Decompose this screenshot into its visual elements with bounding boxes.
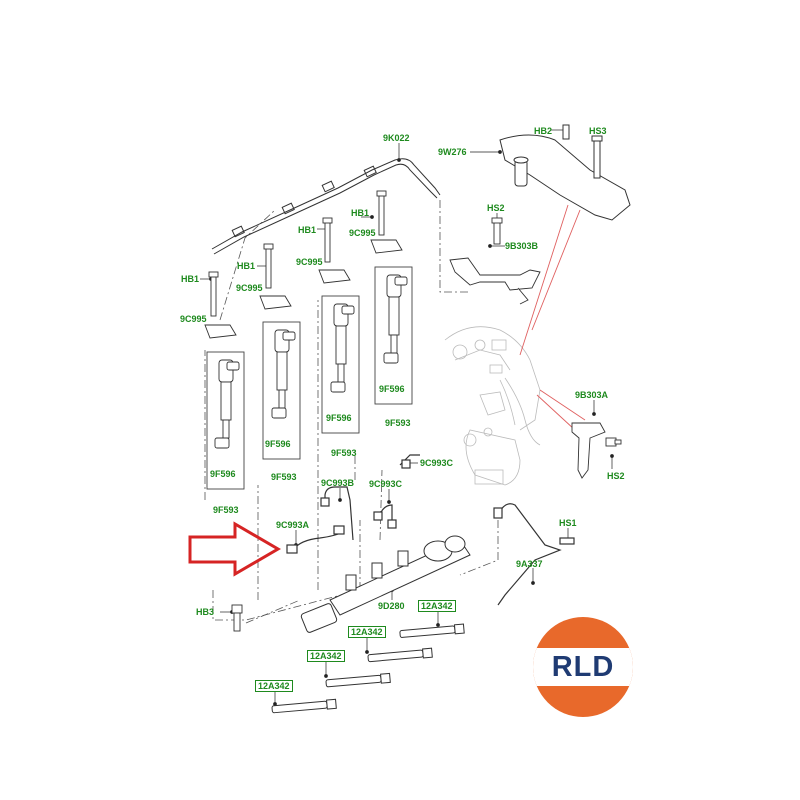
label-9w276: 9W276	[438, 147, 467, 157]
label-9c993c-top: 9C993C	[420, 458, 454, 468]
injector-clamps	[204, 239, 403, 339]
label-9f596-c: 9F596	[326, 413, 352, 423]
label-hs2-side: HS2	[607, 471, 625, 481]
label-9d280: 9D280	[378, 601, 405, 611]
glow-plugs	[271, 623, 465, 714]
label-hb2: HB2	[534, 126, 553, 136]
label-hb1-c: HB1	[298, 225, 317, 235]
injector-b	[271, 329, 296, 419]
red-arrow-pointer	[188, 521, 281, 577]
label-12a342-c: 12A342	[307, 650, 345, 662]
label-hb1-b: HB1	[237, 261, 256, 271]
top-bracket	[499, 124, 631, 221]
hp-pipes	[286, 454, 575, 606]
hb3-bolt	[231, 604, 243, 632]
label-9f596-b: 9F596	[265, 439, 291, 449]
fuel-return-pipe	[211, 158, 441, 255]
label-9f593-a: 9F593	[213, 505, 239, 515]
label-9c995-c: 9C995	[296, 257, 323, 267]
label-leaders	[200, 128, 614, 706]
label-hb1-d: HB1	[351, 208, 370, 218]
label-9f596-a: 9F596	[210, 469, 236, 479]
label-9c993c: 9C993C	[369, 479, 403, 489]
pointer-lines	[519, 204, 586, 431]
injectors	[214, 274, 408, 449]
bracket-9b303a	[571, 422, 622, 479]
label-12a342-a: 12A342	[418, 600, 456, 612]
label-hs2-top: HS2	[487, 203, 505, 213]
label-12a342-d: 12A342	[255, 680, 293, 692]
label-9b303b: 9B303B	[505, 241, 539, 251]
injector-d	[383, 274, 408, 364]
rld-logo-text: RLD	[551, 651, 615, 683]
label-hb1-a: HB1	[181, 274, 200, 284]
label-9f593-c: 9F593	[331, 448, 357, 458]
label-9f596-d: 9F596	[379, 384, 405, 394]
label-9c995-d: 9C995	[349, 228, 376, 238]
label-hs1: HS1	[559, 518, 577, 528]
label-9c995-a: 9C995	[180, 314, 207, 324]
label-9c993b: 9C993B	[321, 478, 355, 488]
label-9b303a: 9B303A	[575, 390, 609, 400]
engine-outline	[444, 326, 541, 486]
bracket-9b303b	[449, 217, 541, 305]
fuel-rail	[300, 535, 471, 633]
injector-c	[330, 303, 355, 393]
label-9f593-d: 9F593	[385, 418, 411, 428]
injector-boxes	[206, 266, 413, 490]
label-hs3: HS3	[589, 126, 607, 136]
label-12a342-b: 12A342	[348, 626, 386, 638]
label-hb3: HB3	[196, 607, 215, 617]
label-9a337: 9A337	[516, 559, 543, 569]
rld-logo	[533, 617, 633, 717]
injector-a	[214, 359, 240, 449]
label-9f593-b: 9F593	[271, 472, 297, 482]
assembly-lines	[204, 200, 499, 624]
label-9c995-b: 9C995	[236, 283, 263, 293]
label-9c993a: 9C993A	[276, 520, 310, 530]
hb1-bolts	[208, 190, 387, 317]
label-9k022: 9K022	[383, 133, 410, 143]
